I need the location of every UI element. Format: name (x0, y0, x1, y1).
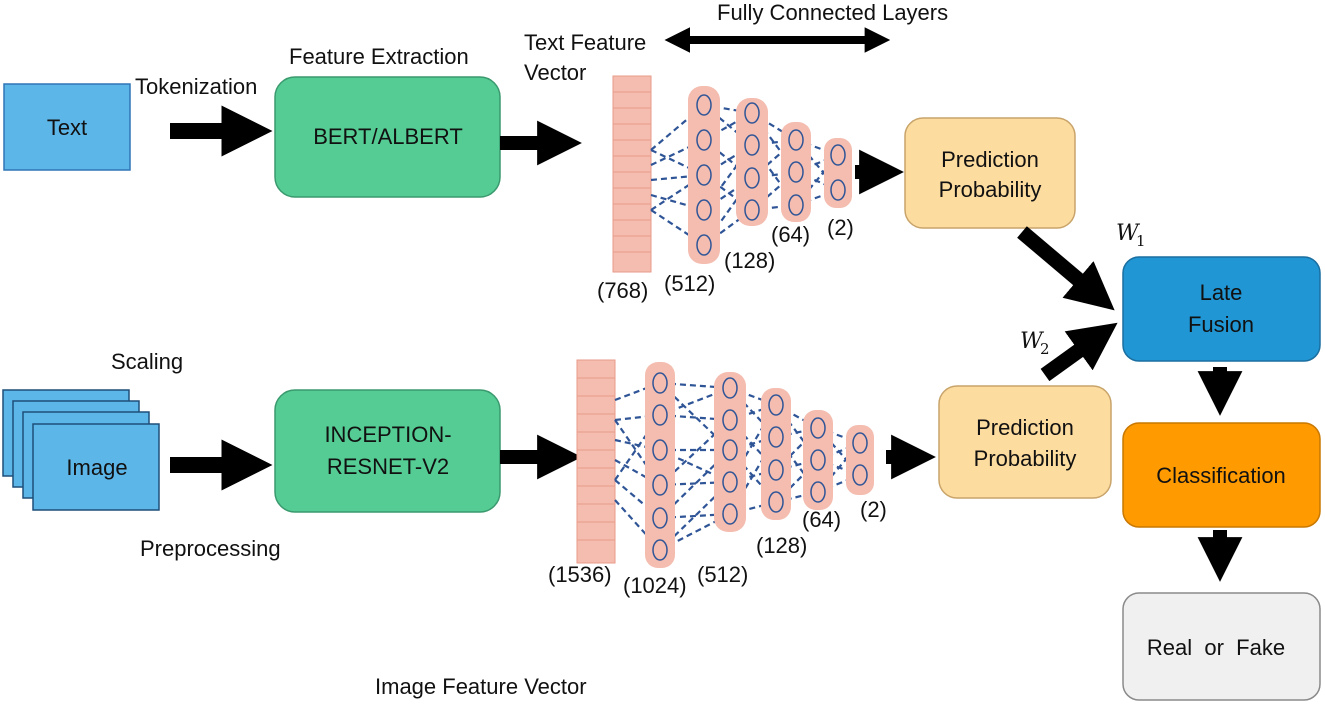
real-or-fake-label: Real or Fake (1147, 635, 1285, 660)
text-hidden-layer-128 (736, 98, 768, 226)
late-fusion-box: Late Fusion (1122, 256, 1321, 362)
image-hidden-layer-512 (714, 372, 746, 532)
weight-w1-letter: W (1116, 221, 1141, 246)
image-hidden-layer-64 (803, 410, 833, 510)
weight-w1-label: W 1 (1116, 221, 1146, 250)
image-input-stack: Image (2, 389, 160, 511)
text-prediction-label-line2: Probability (939, 177, 1042, 202)
image-feature-vector (576, 359, 616, 564)
classification-box: Classification (1122, 422, 1321, 528)
inception-label-line1: INCEPTION- (324, 422, 451, 447)
text-input-label: Text (47, 115, 87, 140)
image-layer-size-512: (512) (697, 562, 748, 587)
tokenization-label: Tokenization (135, 74, 257, 99)
text-layer-size-128: (128) (724, 248, 775, 273)
preprocessing-label: Preprocessing (140, 536, 281, 561)
image-to-fusion-arrow (1040, 322, 1118, 382)
image-layer-size-64: (64) (802, 507, 841, 532)
inception-resnet-v2-box: INCEPTION- RESNET-V2 (274, 389, 501, 513)
text-layer-size-512: (512) (664, 271, 715, 296)
text-layer-size-768: (768) (597, 278, 648, 303)
text-output-layer-2 (824, 138, 852, 208)
late-fusion-label-line2: Fusion (1188, 312, 1254, 337)
image-feature-vector-label: Image Feature Vector (375, 674, 587, 699)
image-output-layer-2 (846, 425, 874, 495)
bert-albert-box: BERT/ALBERT (274, 76, 501, 198)
text-prediction-label-line1: Prediction (941, 147, 1039, 172)
image-layer-size-2: (2) (860, 497, 887, 522)
image-input-label: Image (66, 455, 127, 480)
scaling-label: Scaling (111, 349, 183, 374)
text-hidden-layer-512 (688, 86, 720, 264)
real-or-fake-output-box: Real or Fake (1122, 592, 1321, 701)
feature-extraction-label: Feature Extraction (289, 44, 469, 69)
late-fusion-label-line1: Late (1200, 280, 1243, 305)
fully-connected-layers-label: Fully Connected Layers (717, 0, 948, 25)
text-to-fusion-arrow (1017, 226, 1115, 311)
weight-w2-label: W 2 (1020, 329, 1050, 358)
image-hidden-layer-128 (761, 388, 791, 520)
text-feature-vector (612, 75, 652, 273)
text-hidden-layer-64 (781, 122, 811, 222)
weight-w1-subscript: 1 (1136, 232, 1146, 250)
bert-albert-label: BERT/ALBERT (313, 124, 463, 149)
classification-label: Classification (1156, 463, 1286, 488)
text-input-box: Text (3, 83, 131, 171)
text-prediction-probability-box: Prediction Probability (904, 117, 1076, 229)
inception-label-line2: RESNET-V2 (327, 454, 449, 479)
image-prediction-label-line1: Prediction (976, 415, 1074, 440)
text-feature-vector-label-line2: Vector (524, 60, 586, 85)
text-layer-size-2: (2) (827, 215, 854, 240)
weight-w2-letter: W (1020, 329, 1045, 354)
text-layer-size-64: (64) (771, 222, 810, 247)
image-hidden-layer-1024 (645, 362, 675, 568)
image-prediction-label-line2: Probability (974, 446, 1077, 471)
image-layer-size-1536: (1536) (548, 562, 612, 587)
image-layer-size-128: (128) (756, 533, 807, 558)
image-prediction-probability-box: Prediction Probability (938, 385, 1112, 499)
image-layer-size-1024: (1024) (623, 573, 687, 598)
weight-w2-subscript: 2 (1040, 340, 1050, 358)
text-feature-vector-label-line1: Text Feature (524, 30, 646, 55)
